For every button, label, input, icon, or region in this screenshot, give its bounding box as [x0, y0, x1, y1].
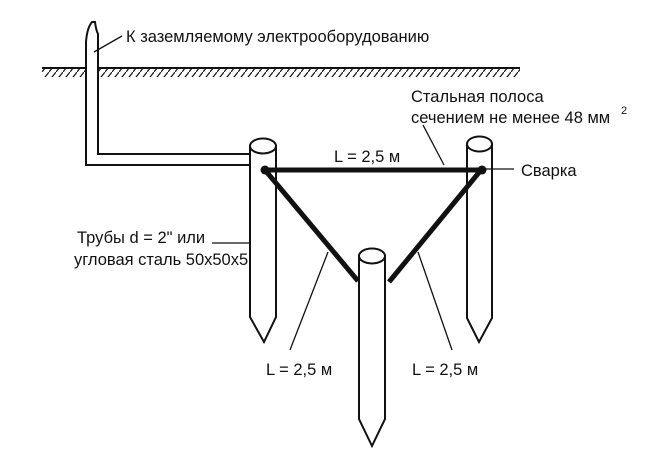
weld-point-left [260, 165, 270, 175]
len-right-leader [417, 251, 453, 351]
length-top-label: L = 2,5 м [334, 148, 400, 166]
strip-label-line2: сечением не менее 48 мм [411, 109, 610, 127]
equipment-leader [93, 35, 123, 53]
welding-label: Сварка [521, 162, 577, 180]
equipment-label: К заземляемому электрооборудованию [126, 28, 429, 46]
electrode-pipe-middle [358, 247, 386, 449]
electrode-pipe-right [466, 135, 493, 345]
strip-leader [422, 124, 445, 166]
len-left-leader [289, 251, 329, 351]
strip-label-line1: Стальная полоса [411, 88, 544, 106]
ground-surface [42, 60, 520, 80]
strip-left [263, 168, 360, 283]
length-left-label: L = 2,5 м [266, 361, 332, 379]
electrode-pipe-left [249, 137, 277, 345]
conductor-to-equipment [85, 21, 262, 166]
steel-strip-connections [263, 167, 483, 284]
strip-unit-superscript: 2 [621, 105, 627, 117]
length-right-label: L = 2,5 м [412, 361, 478, 379]
pipes-label-line2: угловая сталь 50х50х5 [74, 251, 248, 269]
strip-right [387, 168, 483, 284]
weld-point-right [477, 165, 487, 175]
pipes-label-line1: Трубы d = 2" или [77, 229, 205, 247]
